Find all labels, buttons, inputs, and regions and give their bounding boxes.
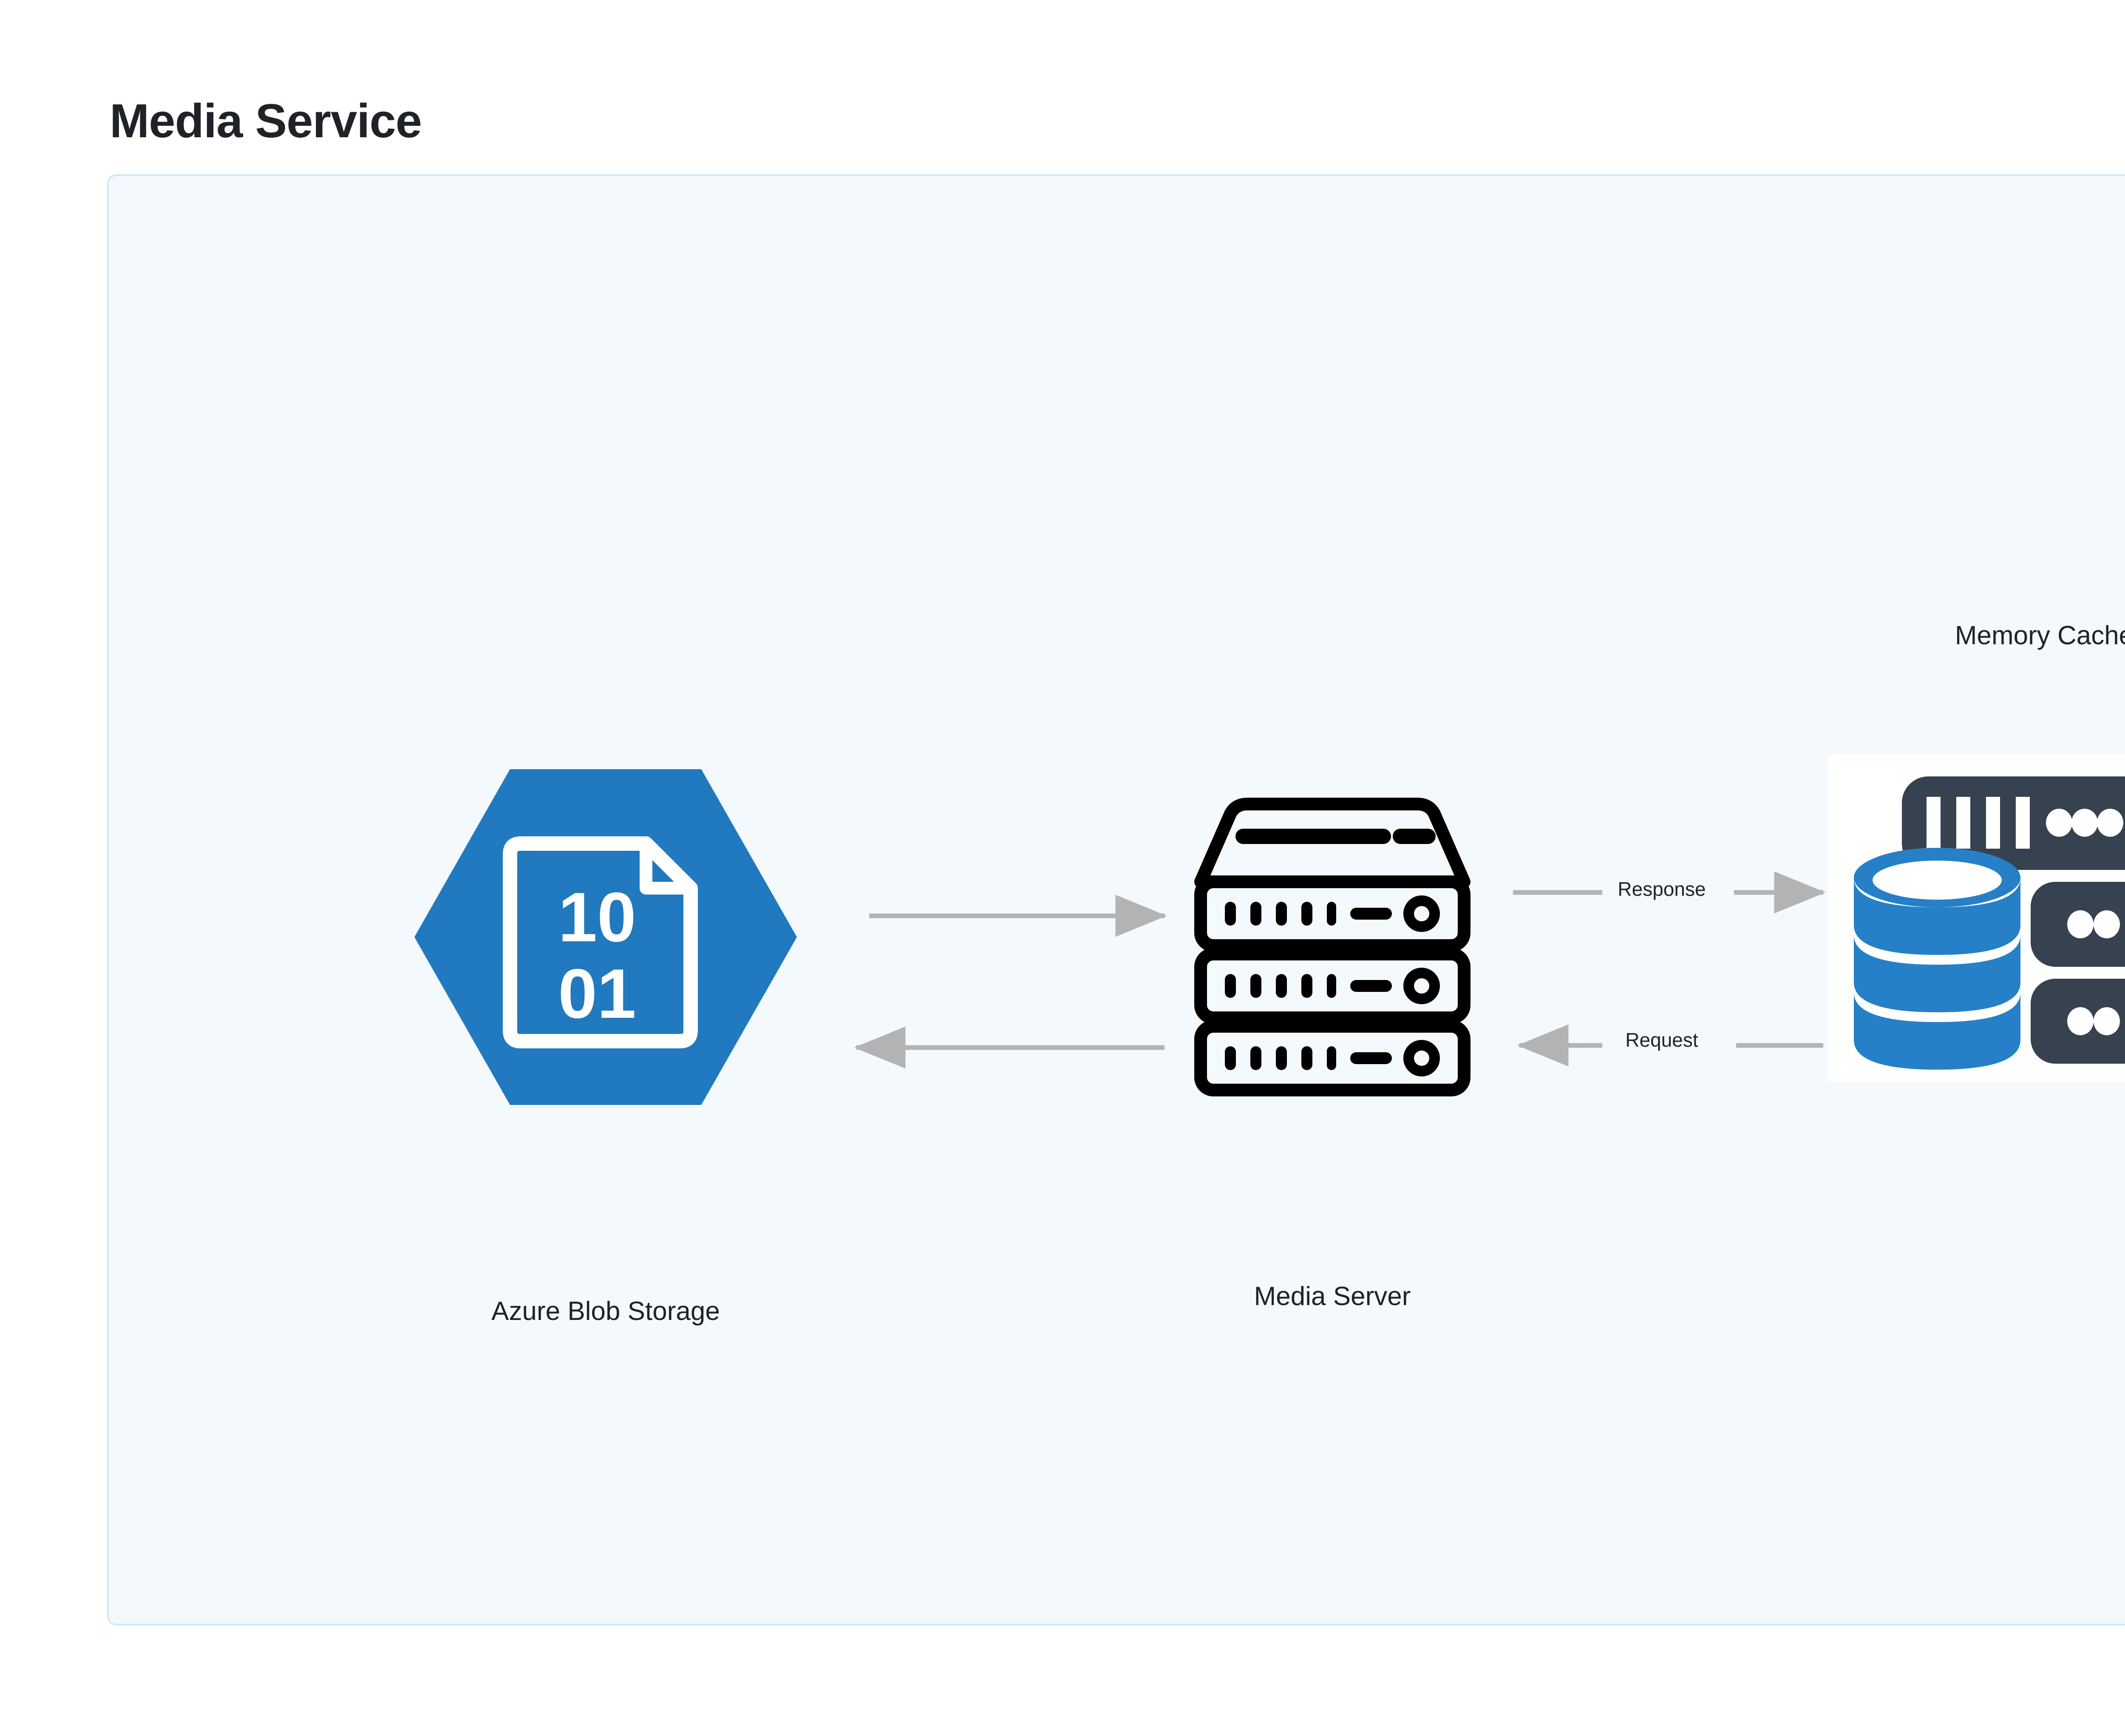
edge-label-request: Request xyxy=(1625,1029,1698,1051)
node-memory-cache[interactable] xyxy=(1828,754,2125,1082)
svg-text:10: 10 xyxy=(558,878,636,956)
node-label-media-server: Media Server xyxy=(1254,1282,1411,1311)
server-rack-icon xyxy=(1194,798,1470,1096)
edge-label-response: Response xyxy=(1618,878,1706,900)
node-azure-blob-storage[interactable]: 10 01 xyxy=(414,769,797,1105)
azure-blob-storage-icon: 10 01 xyxy=(414,769,797,1105)
node-label-azure-blob-storage: Azure Blob Storage xyxy=(491,1297,720,1326)
database-cache-icon xyxy=(1854,776,2125,1070)
node-label-memory-cache: Memory Cache xyxy=(1955,621,2125,650)
diagram-container-panel xyxy=(107,174,2125,1626)
node-media-server[interactable] xyxy=(1184,795,1481,1101)
page-title: Media Service xyxy=(110,94,422,147)
svg-text:01: 01 xyxy=(558,954,636,1033)
